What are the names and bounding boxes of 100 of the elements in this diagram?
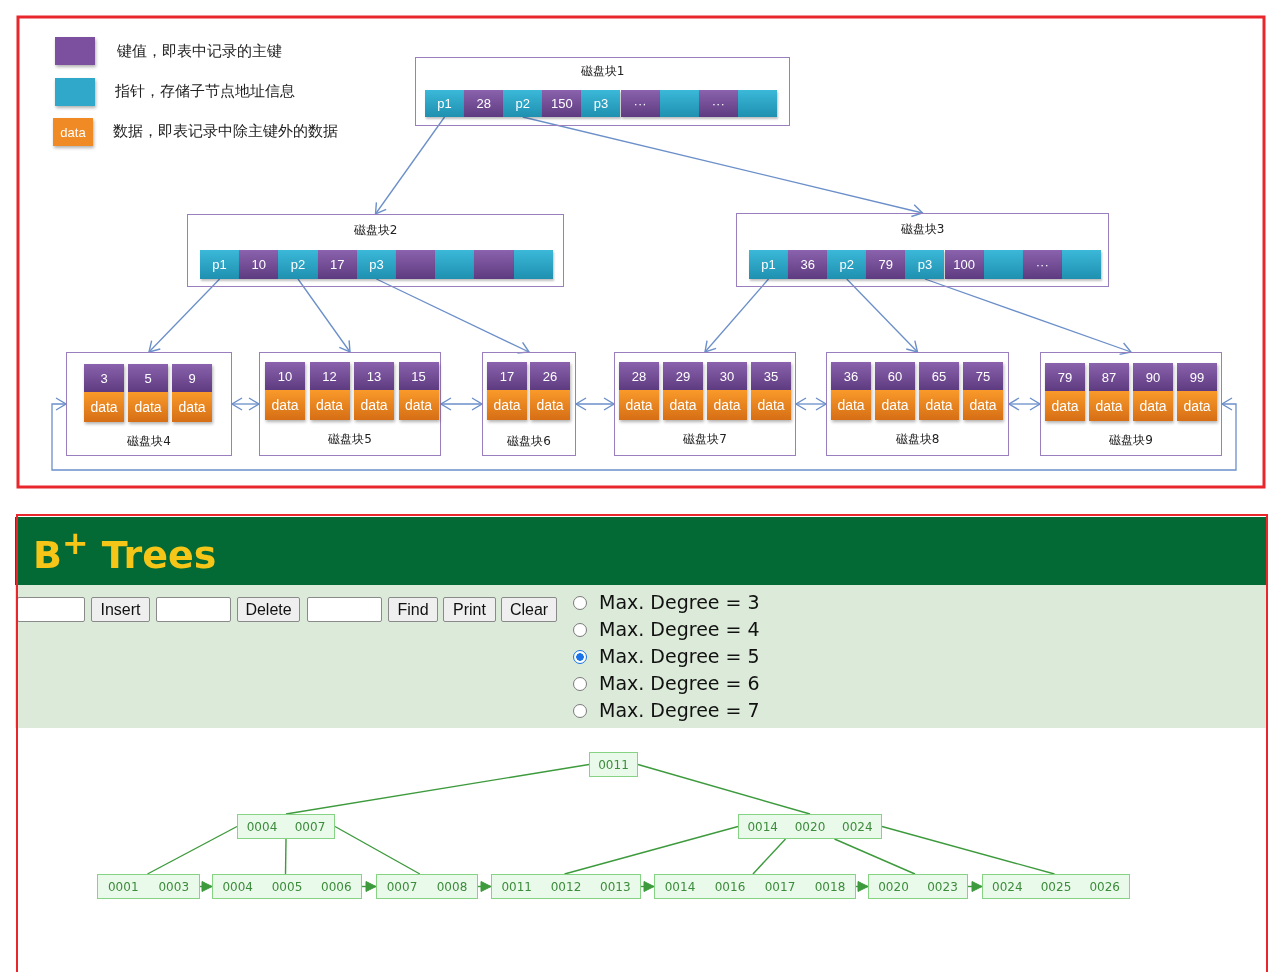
radio-label: Max. Degree = 6	[599, 672, 760, 694]
key-cell	[474, 250, 514, 279]
key-label: 0011	[598, 758, 629, 772]
key-cell: 30	[707, 362, 747, 390]
block-title: 磁盘块1	[579, 63, 626, 80]
key-label: 0024	[992, 880, 1023, 894]
tree-node-box	[212, 874, 362, 899]
block-title: 磁盘块2	[352, 222, 399, 239]
key-cell: 9	[172, 364, 212, 392]
key-label: 0016	[714, 880, 746, 894]
record-column	[919, 362, 959, 420]
disk-block	[736, 213, 1109, 287]
arrow	[148, 278, 221, 353]
record-column	[1177, 363, 1217, 421]
arrow	[231, 397, 260, 411]
key-label: 0020	[878, 880, 909, 894]
pointer-cell: p3	[356, 250, 396, 279]
key-label: 0017	[764, 880, 796, 894]
record-column	[128, 364, 168, 422]
arrow	[374, 116, 446, 215]
data-cell: data	[831, 390, 871, 420]
data-cell: data	[1133, 391, 1173, 421]
key-cell: ···	[1022, 250, 1062, 279]
data-cell: data	[1045, 391, 1085, 421]
key-cell: 28	[619, 362, 659, 390]
legend-label: 数据，即表记录中除主键外的数据	[113, 122, 338, 141]
connector-line	[146, 825, 238, 875]
disk-block	[1040, 352, 1222, 456]
data-cell: data	[751, 390, 791, 420]
data-cell: data	[663, 390, 703, 420]
key-label: 0004	[222, 880, 253, 894]
data-cell: data	[84, 392, 124, 422]
disk-block	[259, 352, 441, 456]
record-column	[1089, 363, 1129, 421]
connector-line	[833, 838, 916, 875]
arrow	[361, 881, 377, 892]
record-column	[875, 362, 915, 420]
record-column	[707, 362, 747, 420]
data-cell: data	[707, 390, 747, 420]
key-cell: 10	[239, 250, 279, 279]
action-button: Insert	[91, 597, 150, 622]
arrow	[440, 397, 483, 411]
data-cell: data	[354, 390, 394, 420]
data-cell: data	[875, 390, 915, 420]
radio-label: Max. Degree = 7	[599, 699, 760, 721]
key-label: 0012	[550, 880, 582, 894]
arrow	[855, 881, 869, 892]
data-cell: data	[1177, 391, 1217, 421]
tree-node-box	[491, 874, 641, 899]
block-title: 磁盘块3	[899, 221, 946, 238]
key-label: 0007	[294, 820, 326, 834]
arrow	[640, 881, 655, 892]
arrow	[297, 278, 351, 353]
tree-node-box	[237, 814, 335, 839]
key-cell: ···	[698, 90, 738, 117]
pointer-cell: p2	[503, 90, 543, 117]
pointer-cell: p2	[278, 250, 318, 279]
record-column	[751, 362, 791, 420]
key-cell: ···	[620, 90, 660, 117]
block-title: 磁盘块6	[506, 433, 552, 450]
record-column	[265, 362, 305, 420]
key-label: 0003	[158, 880, 189, 894]
record-column	[398, 362, 439, 420]
key-label: 0005	[271, 880, 303, 894]
key-label: 0011	[501, 880, 532, 894]
key-cell	[396, 250, 436, 279]
key-label: 0014	[664, 880, 696, 894]
key-cell: 28	[464, 90, 504, 117]
tree-node-box	[376, 874, 478, 899]
pointer-cell: p3	[581, 90, 621, 117]
pointer-cell	[983, 250, 1023, 279]
data-cell: data	[487, 390, 527, 420]
pointer-cell	[1061, 250, 1101, 279]
legend-swatch: data	[53, 118, 93, 146]
key-cell: 36	[831, 362, 871, 390]
key-cell: 150	[542, 90, 582, 117]
arrow	[924, 278, 1132, 355]
action-button: Find	[388, 597, 438, 622]
key-cell: 99	[1177, 363, 1217, 391]
action-button: Delete	[237, 597, 300, 622]
data-cell: data	[530, 390, 570, 420]
data-cell: data	[619, 390, 659, 420]
key-cell: 75	[963, 362, 1003, 390]
data-cell: data	[1089, 391, 1129, 421]
tree-node-box	[738, 814, 882, 839]
data-cell: data	[919, 390, 959, 420]
connector-line	[881, 825, 1056, 875]
disk-block	[826, 352, 1009, 456]
key-cell: 35	[751, 362, 791, 390]
arrow	[51, 397, 1237, 471]
connector-line	[284, 838, 287, 875]
key-label: 0026	[1089, 880, 1120, 894]
key-label: 0020	[794, 820, 826, 834]
block-title: 磁盘块7	[682, 431, 728, 448]
block-title: 磁盘块9	[1108, 432, 1154, 449]
record-column	[530, 362, 570, 420]
tree-node-box	[97, 874, 200, 899]
key-cell: 13	[354, 362, 394, 390]
tree-node-box	[982, 874, 1130, 899]
arrow	[522, 116, 924, 218]
